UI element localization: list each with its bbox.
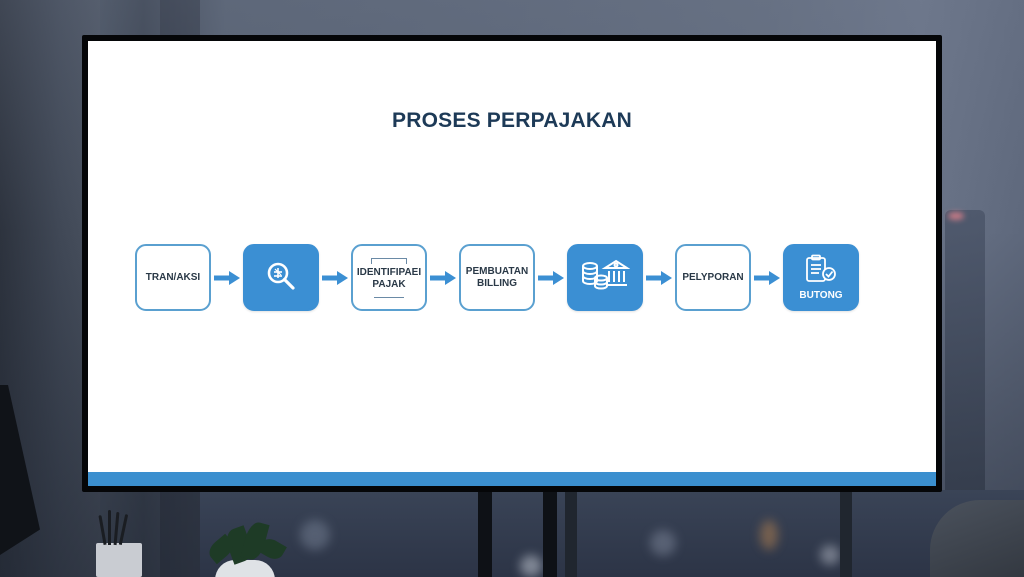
background-bokeh <box>520 555 542 577</box>
slide-footer-bar <box>88 472 936 486</box>
step-payment[interactable] <box>567 244 643 311</box>
office-chair <box>930 500 1024 577</box>
step-label-line2: BILLING <box>477 277 517 289</box>
step-search[interactable] <box>243 244 319 311</box>
step-label: PELYPORAN <box>682 271 744 283</box>
arrow-right-icon <box>751 268 783 288</box>
step-identifikasi-pajak[interactable]: IDENTIFIPAEI PAJAK <box>351 244 427 311</box>
plant-pot <box>215 560 275 577</box>
document-underline-icon <box>374 294 404 298</box>
background-building <box>945 210 985 510</box>
background-bokeh <box>760 520 778 550</box>
pencil-cup <box>96 543 142 577</box>
step-pembuatan-billing[interactable]: PEMBUATAN BILLING <box>459 244 535 311</box>
step-transaksi[interactable]: TRAN/AKSI <box>135 244 211 311</box>
step-butong[interactable]: BUTONG <box>783 244 859 311</box>
monitor: PROSES PERPAJAKAN TRAN/AKSI <box>82 35 942 492</box>
step-label: BUTONG <box>799 289 843 301</box>
arrow-right-icon <box>427 268 459 288</box>
clipboard-check-icon <box>802 254 840 288</box>
pencil <box>108 510 111 545</box>
monitor-stand-leg <box>478 490 492 577</box>
background-cityscape <box>200 490 1024 577</box>
magnifier-icon <box>263 258 299 298</box>
coins-bank-icon <box>580 258 631 298</box>
arrow-right-icon <box>643 268 675 288</box>
monitor-stand-leg <box>543 490 557 577</box>
background-bokeh <box>820 545 840 565</box>
step-label-line1: PEMBUATAN <box>465 265 529 277</box>
step-label-line1: IDENTIFIPAEI <box>356 266 422 278</box>
presentation-slide: PROSES PERPAJAKAN TRAN/AKSI <box>88 41 936 486</box>
background-window-mullion <box>565 490 577 577</box>
slide-title: PROSES PERPAJAKAN <box>392 109 632 132</box>
background-bokeh <box>300 520 330 550</box>
document-lines-icon <box>371 257 407 264</box>
process-flow: TRAN/AKSI <box>135 244 859 311</box>
background-window-mullion <box>840 490 852 577</box>
step-label-line2: PAJAK <box>372 278 406 290</box>
arrow-right-icon <box>319 268 351 288</box>
background-bokeh <box>650 530 676 556</box>
background-building-light <box>948 212 964 220</box>
step-pelaporan[interactable]: PELYPORAN <box>675 244 751 311</box>
arrow-right-icon <box>211 268 243 288</box>
step-label: TRAN/AKSI <box>145 271 201 283</box>
arrow-right-icon <box>535 268 567 288</box>
